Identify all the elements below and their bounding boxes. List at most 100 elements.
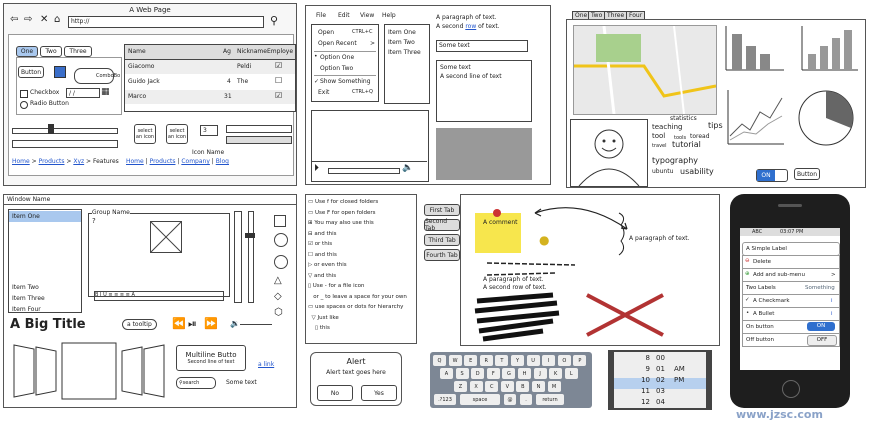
- menu-file[interactable]: File: [316, 12, 327, 19]
- link-products[interactable]: Products: [149, 158, 176, 165]
- list-item[interactable]: On button ON: [742, 320, 840, 334]
- list-item[interactable]: Item Two: [388, 39, 415, 46]
- list-item[interactable]: Item One: [388, 29, 416, 36]
- accordion-tab[interactable]: Third Tab: [424, 234, 460, 246]
- tag[interactable]: ubuntu: [652, 168, 674, 175]
- back-icon[interactable]: ⇦: [10, 14, 19, 25]
- tag[interactable]: tutorial: [672, 140, 701, 149]
- key-k[interactable]: K: [549, 368, 563, 379]
- on-switch[interactable]: ON: [807, 322, 835, 331]
- off-switch[interactable]: OFF: [807, 335, 837, 346]
- accordion-tab[interactable]: First Tab: [424, 204, 460, 216]
- key-return[interactable]: return: [536, 394, 564, 405]
- picker-col-ampm[interactable]: AM PM: [674, 364, 685, 386]
- row-link[interactable]: row: [465, 23, 477, 30]
- play-icon[interactable]: ⏯: [188, 317, 197, 330]
- time-picker[interactable]: 8 9 10 11 12 00 01 02 03 04 AM PM: [608, 350, 712, 410]
- table-row[interactable]: [125, 60, 295, 74]
- vertical-scrollbar[interactable]: [234, 211, 242, 303]
- key-u[interactable]: U: [526, 355, 540, 366]
- list-item[interactable]: • A Bullet i: [742, 307, 840, 321]
- url-field[interactable]: http://: [68, 16, 264, 28]
- key-p[interactable]: P: [573, 355, 587, 366]
- tree-item[interactable]: ▭ Use f for closed folders ▭ Use F for o…: [308, 197, 407, 334]
- menu-item-show-something[interactable]: Show Something: [320, 78, 371, 85]
- key-l[interactable]: L: [564, 368, 578, 379]
- accordion-tab[interactable]: Fourth Tab: [424, 249, 460, 261]
- key-c[interactable]: C: [485, 381, 499, 392]
- radio-circle[interactable]: [20, 101, 28, 109]
- tag[interactable]: usability: [680, 167, 714, 176]
- alert-yes-button[interactable]: Yes: [361, 385, 397, 401]
- text-area[interactable]: Some text A second line of text: [436, 60, 532, 122]
- menu-item-option-one[interactable]: Option One: [320, 54, 355, 61]
- select-icon-button[interactable]: select an icon: [134, 124, 156, 144]
- search-icon[interactable]: ⚲: [270, 14, 279, 27]
- menu-item-option-two[interactable]: Option Two: [320, 65, 354, 72]
- tab-two[interactable]: Two: [40, 46, 62, 57]
- search-field[interactable]: ⚲search: [176, 377, 216, 389]
- key-e[interactable]: E: [464, 355, 478, 366]
- tag[interactable]: travel: [652, 143, 667, 149]
- col-name[interactable]: Name: [128, 48, 146, 55]
- volume-icon[interactable]: 🔈: [402, 163, 414, 173]
- alert-no-button[interactable]: No: [317, 385, 353, 401]
- video-scrubber[interactable]: [328, 168, 400, 174]
- col-age[interactable]: Ag: [223, 48, 231, 55]
- list-item[interactable]: Item Four: [12, 306, 41, 313]
- key-period[interactable]: .: [520, 394, 532, 405]
- checkbox-empty-icon[interactable]: ☐: [275, 76, 283, 85]
- vertical-slider[interactable]: [248, 211, 254, 303]
- menu-item-open[interactable]: Open: [318, 29, 335, 36]
- forward-icon[interactable]: ⇨: [24, 14, 33, 25]
- map[interactable]: [573, 25, 717, 115]
- list-item[interactable]: Item Three: [388, 49, 421, 56]
- text-input[interactable]: Some text: [436, 40, 528, 52]
- key-q[interactable]: Q: [433, 355, 446, 366]
- breadcrumb-home[interactable]: Home: [12, 158, 30, 165]
- list-item[interactable]: Item One: [9, 211, 81, 222]
- breadcrumb-xyz[interactable]: Xyz: [73, 158, 85, 165]
- fast-forward-icon[interactable]: ⏩: [204, 317, 218, 330]
- key-a[interactable]: A: [440, 368, 453, 379]
- menu-view[interactable]: View: [360, 12, 375, 19]
- tag[interactable]: tool: [652, 132, 666, 140]
- col-nickname[interactable]: Nickname: [237, 48, 267, 55]
- rewind-icon[interactable]: ⏪: [172, 317, 186, 330]
- link-home[interactable]: Home: [126, 158, 144, 165]
- key-d[interactable]: D: [471, 368, 485, 379]
- key-g[interactable]: G: [502, 368, 516, 379]
- key-z[interactable]: Z: [454, 381, 467, 392]
- checkbox-box[interactable]: [20, 90, 28, 98]
- home-icon[interactable]: ⌂: [54, 14, 61, 25]
- combo-box[interactable]: [74, 68, 114, 84]
- home-button[interactable]: [782, 380, 800, 398]
- calendar-icon[interactable]: ▦: [101, 87, 110, 97]
- checkmark-icon[interactable]: ☑: [275, 61, 283, 70]
- cover-flow[interactable]: [12, 339, 166, 403]
- key-i[interactable]: I: [542, 355, 556, 366]
- key-j[interactable]: J: [533, 368, 547, 379]
- list-item[interactable]: Item Two: [12, 284, 39, 291]
- key-r[interactable]: R: [479, 355, 493, 366]
- tag[interactable]: teaching: [652, 123, 683, 131]
- date-field[interactable]: / /: [66, 88, 100, 98]
- key-m[interactable]: M: [547, 381, 561, 392]
- select-icon-button[interactable]: select an icon: [166, 124, 188, 144]
- volume-icon[interactable]: 🔉: [230, 319, 240, 328]
- key-b[interactable]: B: [516, 381, 530, 392]
- tag[interactable]: typography: [652, 156, 698, 165]
- link-company[interactable]: Company: [181, 158, 210, 165]
- key-at[interactable]: @: [504, 394, 516, 405]
- menu-edit[interactable]: Edit: [338, 12, 350, 19]
- multiline-button[interactable]: Multiline Butto Second line of text: [176, 345, 246, 371]
- slider-thumb[interactable]: [48, 124, 54, 134]
- list-item[interactable]: Item Three: [12, 295, 45, 302]
- toggle-switch[interactable]: ON: [756, 169, 788, 182]
- key-space[interactable]: space: [460, 394, 500, 405]
- menu-item-open-recent[interactable]: Open Recent: [318, 40, 357, 47]
- key-n[interactable]: N: [532, 381, 545, 392]
- list-item[interactable]: ⊕ Add and sub-menu >: [742, 268, 840, 282]
- tag[interactable]: statistics: [670, 115, 697, 122]
- key-w[interactable]: W: [448, 355, 462, 366]
